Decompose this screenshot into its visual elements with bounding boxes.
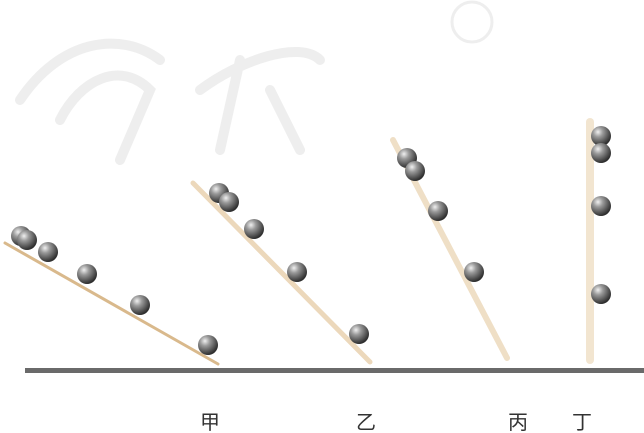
caption-yi: 乙 (356, 410, 376, 433)
ball (287, 262, 307, 282)
ball (130, 295, 150, 315)
ball (464, 262, 484, 282)
caption-jia: 甲 (200, 410, 220, 433)
ball (405, 161, 425, 181)
ball (591, 143, 611, 163)
caption-bing: 丙 (508, 410, 528, 433)
watermark (15, 0, 494, 165)
balls-bing (397, 148, 484, 282)
caption-ding: 丁 (572, 410, 592, 433)
ball (38, 242, 58, 262)
ball (219, 192, 239, 212)
ball (591, 284, 611, 304)
ball (428, 201, 448, 221)
ball (244, 219, 264, 239)
incline-yi (190, 180, 373, 365)
ball (591, 126, 611, 146)
ball (17, 230, 37, 250)
balls-jia (11, 226, 218, 355)
ball (349, 324, 369, 344)
balls-yi (209, 183, 369, 344)
ball (77, 264, 97, 284)
ball (198, 335, 218, 355)
incline-jia (3, 241, 220, 366)
balls-ding (591, 126, 611, 304)
ground-line (25, 368, 644, 373)
ball (591, 196, 611, 216)
